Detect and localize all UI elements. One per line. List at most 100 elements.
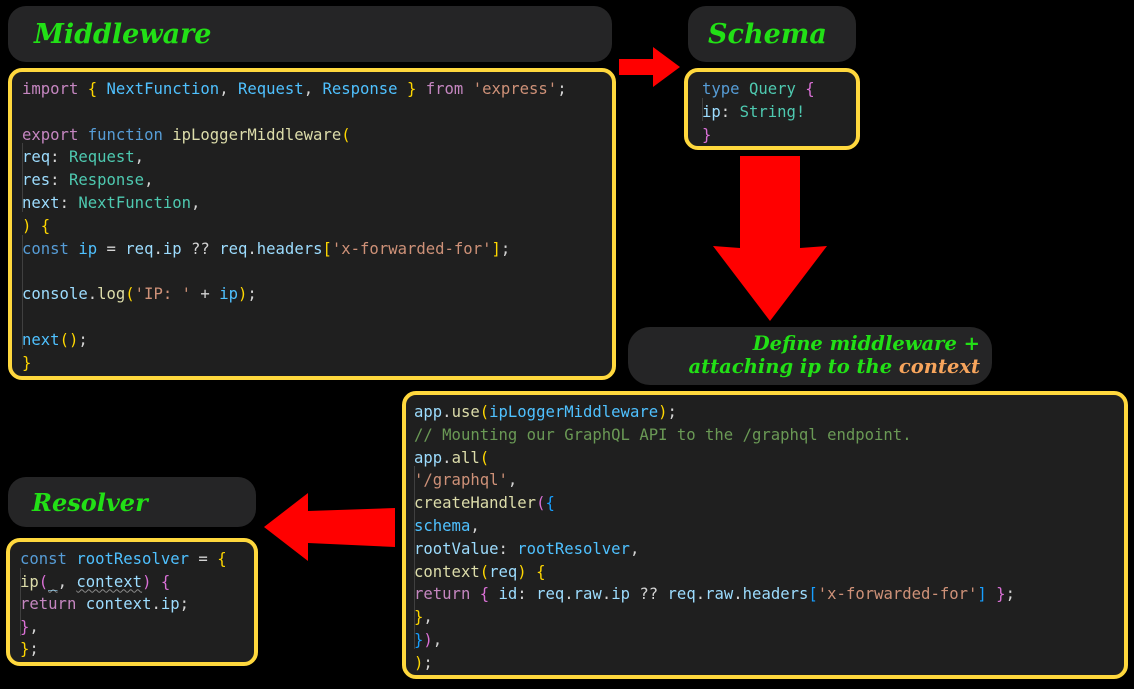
code-token: _ xyxy=(48,572,58,591)
code-token xyxy=(416,80,425,98)
code-token xyxy=(398,80,407,98)
arrow-middleware-to-schema xyxy=(619,47,680,87)
code-token: ) xyxy=(142,572,152,591)
section-title-middleware-label: Middleware xyxy=(34,18,212,50)
code-token: req xyxy=(536,585,565,604)
code-token: { xyxy=(545,494,555,513)
code-token: res xyxy=(22,171,51,190)
code-token: import xyxy=(22,80,79,98)
code-token: // Mounting our GraphQL API to the /grap… xyxy=(414,425,912,444)
code-token: { xyxy=(40,216,51,235)
code-token: ( xyxy=(479,403,490,421)
code-token: , xyxy=(507,471,518,490)
code-token: next xyxy=(22,330,60,349)
code-token: ip xyxy=(160,595,180,613)
code-token: const xyxy=(20,550,67,568)
code-token xyxy=(31,217,40,235)
code-token: . xyxy=(153,239,163,258)
section-title-schema-label: Schema xyxy=(708,18,827,50)
code-token: : xyxy=(50,171,69,190)
code-token: { xyxy=(805,80,815,98)
code-line: rootValue: rootResolver, xyxy=(406,534,1124,561)
code-token: req xyxy=(489,562,518,581)
code-token: headers xyxy=(742,585,809,604)
code-token xyxy=(163,126,172,144)
code-line: '/graphql', xyxy=(406,466,1124,492)
code-token: 'IP: ' xyxy=(134,285,192,304)
code-token: } xyxy=(414,608,424,627)
code-token: , xyxy=(191,193,201,212)
code-token: } xyxy=(20,617,30,636)
code-token: ; xyxy=(1005,585,1015,604)
code-token: , xyxy=(303,80,323,98)
code-card-middleware: import { NextFunction, Request, Response… xyxy=(8,68,616,380)
code-token: ip xyxy=(162,239,182,258)
code-token: req xyxy=(667,585,696,604)
code-token: ; xyxy=(78,330,88,349)
code-token: ] xyxy=(977,585,987,604)
code-line: } xyxy=(12,352,612,375)
code-line: next(); xyxy=(12,325,612,352)
code-token: ( xyxy=(479,562,490,581)
section-title-resolver: Resolver xyxy=(8,477,256,527)
code-token: context xyxy=(414,562,480,581)
code-token: . xyxy=(87,285,98,304)
code-token: , xyxy=(629,539,640,558)
code-token: rootResolver xyxy=(76,550,190,568)
code-token: Response xyxy=(322,80,398,98)
code-line: app.all( xyxy=(406,447,1124,470)
code-token: 'x-forwarded-for' xyxy=(817,585,978,604)
code-token xyxy=(69,240,78,258)
code-token: app xyxy=(414,403,443,421)
arrow-server-to-resolver xyxy=(264,493,395,561)
code-line: const rootResolver = { xyxy=(10,548,254,571)
code-token xyxy=(151,573,160,591)
code-token: , xyxy=(29,617,39,636)
code-token: . xyxy=(733,585,743,604)
code-token xyxy=(463,80,472,98)
code-token: , xyxy=(470,516,480,535)
code-token: { xyxy=(479,585,490,604)
code-token: . xyxy=(564,585,574,604)
code-token: ; xyxy=(247,285,257,304)
code-token: , xyxy=(423,608,433,627)
code-token: req xyxy=(22,148,51,167)
code-card-schema: type Query { ip: String!} xyxy=(684,68,860,150)
code-token: ( xyxy=(479,448,490,467)
code-line: context(req) { xyxy=(406,557,1124,584)
code-token: req xyxy=(219,239,248,258)
code-token: : xyxy=(59,193,79,212)
code-token: createHandler xyxy=(414,494,537,513)
note-line-1: Define middleware + xyxy=(752,332,980,355)
code-line: import { NextFunction, Request, Response… xyxy=(12,78,612,101)
code-token: log xyxy=(97,285,126,304)
code-token: } xyxy=(22,353,32,372)
code-token: , xyxy=(134,148,145,167)
code-token: next xyxy=(22,193,60,212)
code-token: + xyxy=(191,285,220,304)
code-token: ( xyxy=(125,285,135,304)
code-token: = xyxy=(97,239,126,258)
code-line: ) { xyxy=(12,215,612,238)
arrow-schema-to-note xyxy=(713,156,827,321)
code-card-resolver: const rootResolver = { ip(_, context) { … xyxy=(6,538,258,666)
code-line: export function ipLoggerMiddleware( xyxy=(12,124,612,147)
code-token: ?? xyxy=(181,239,220,258)
code-token: export xyxy=(22,125,79,144)
code-token: : xyxy=(517,585,537,604)
code-token xyxy=(527,563,536,581)
code-token: , xyxy=(57,572,77,591)
code-token xyxy=(796,80,805,98)
code-token: ip xyxy=(611,585,630,604)
code-token: . xyxy=(442,448,452,467)
code-token: raw xyxy=(573,585,602,604)
code-line: console.log('IP: ' + ip); xyxy=(12,280,612,306)
code-token: , xyxy=(219,80,238,98)
code-token: 'x-forwarded-for' xyxy=(331,239,492,258)
code-token: { xyxy=(536,562,546,581)
code-token: : xyxy=(50,148,69,167)
code-token: ] xyxy=(491,239,501,258)
code-token: { xyxy=(160,572,171,591)
code-token: ip xyxy=(702,102,721,121)
code-line: res: Response, xyxy=(12,166,612,192)
